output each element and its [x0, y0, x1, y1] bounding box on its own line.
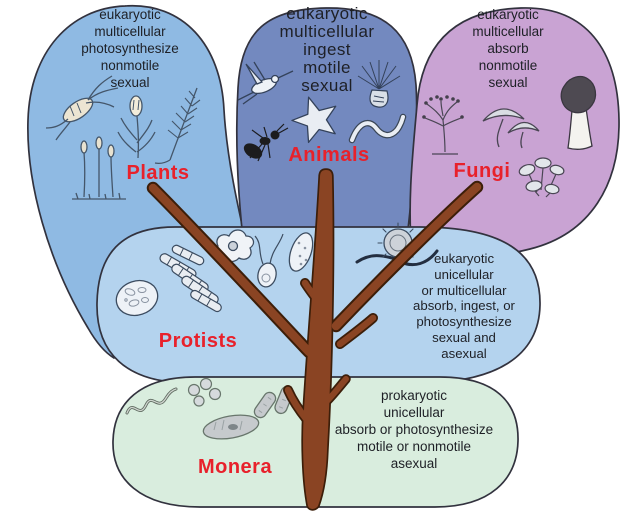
animals-traits: eukaryotic multicellular ingest motile s…	[279, 4, 375, 95]
diatom-icon	[159, 244, 222, 313]
worm-icon	[348, 113, 407, 144]
tree-trunk	[303, 170, 333, 509]
fungi-label: Fungi	[453, 160, 511, 182]
monera-traits: prokaryotic unicellular absorb or photos…	[334, 388, 494, 471]
amoeba-icon	[215, 229, 255, 263]
fern-icon	[154, 87, 201, 165]
monera-label: Monera	[197, 456, 273, 478]
moss-icon	[72, 136, 126, 200]
sea-anemone-icon	[357, 60, 401, 108]
winged-seed-icon	[45, 75, 119, 141]
umbrella-mushroom-icon	[482, 108, 540, 149]
cocci-icon	[187, 377, 222, 407]
protists-traits: eukaryotic unicellular or multicellular …	[413, 251, 515, 361]
animals-label: Animals	[288, 144, 370, 166]
flower-icon	[117, 95, 156, 159]
paramecium-icon	[288, 232, 314, 272]
ciliate-icon	[115, 279, 159, 317]
plants-label: Plants	[126, 162, 190, 184]
hummingbird-icon	[237, 61, 294, 105]
fungi-traits: eukaryotic multicellular absorb nonmotil…	[472, 7, 544, 90]
large-bacterium-icon	[202, 414, 260, 440]
mold-icon	[422, 95, 464, 155]
ant-icon	[243, 123, 289, 162]
flagellate-icon	[254, 233, 284, 288]
tree-branches	[148, 170, 482, 509]
protists-label: Protists	[158, 330, 238, 352]
stinkhorn-icon	[560, 75, 597, 150]
mushroom-cluster-icon	[518, 157, 565, 198]
evolutionary-tree	[146, 168, 484, 511]
starfish-icon	[291, 96, 337, 144]
spirillum-icon	[125, 387, 178, 415]
plants-traits: eukaryotic multicellular photosynthesize…	[81, 7, 179, 90]
